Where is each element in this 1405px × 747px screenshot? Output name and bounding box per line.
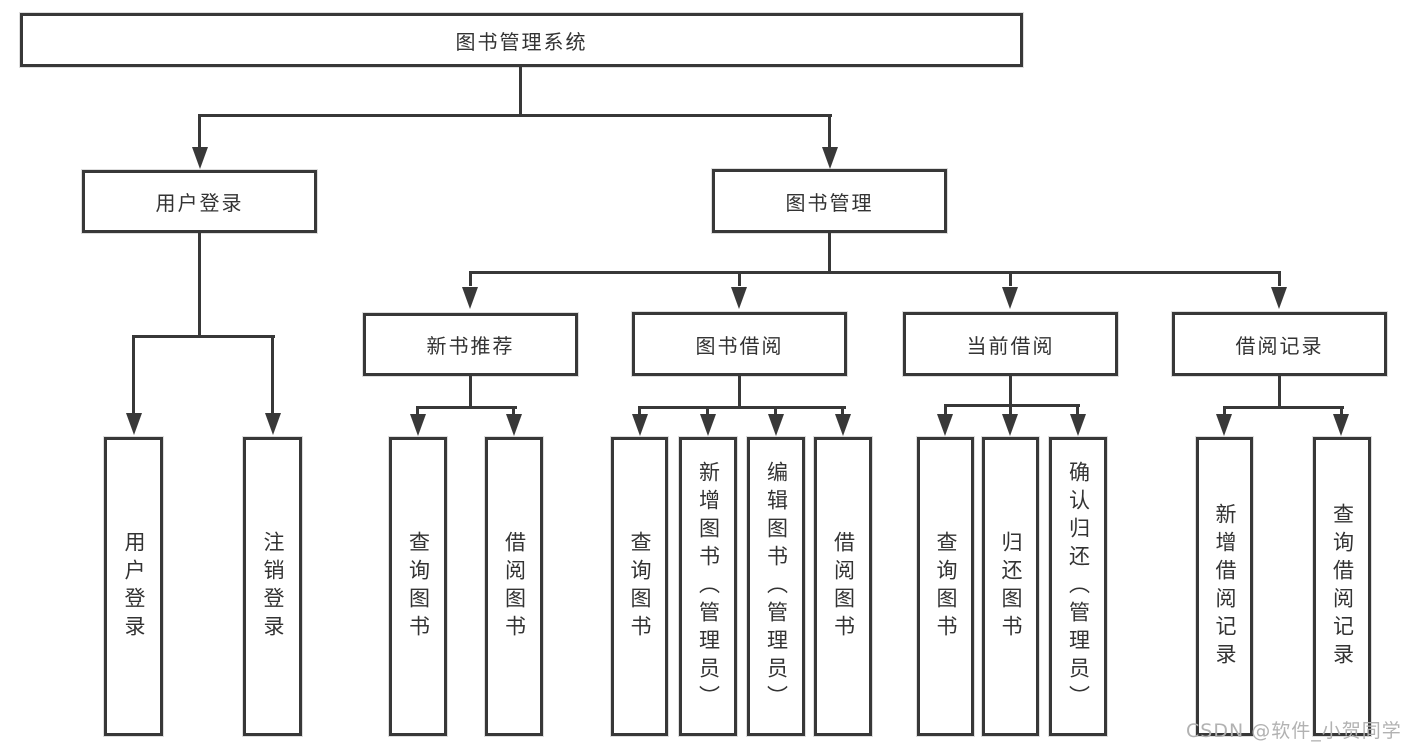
leaf-label: 用户登录	[122, 530, 146, 643]
leaf-label: 借阅图书	[502, 530, 527, 643]
connector-stem	[1278, 271, 1281, 286]
leaf-label: 确认归还（管理员）	[1066, 460, 1091, 713]
connector-stem	[774, 406, 777, 414]
arrowhead-icon	[632, 414, 648, 436]
arrowhead-icon	[1002, 414, 1018, 436]
connector-branch	[1223, 406, 1344, 409]
leaf-label: 借阅图书	[831, 530, 856, 643]
csdn-watermark: CSDN @软件_小贺同学	[1186, 720, 1402, 742]
connector-stem	[132, 335, 135, 414]
connector-stem	[706, 406, 709, 414]
leaf-user-login: 用户登录	[104, 437, 163, 736]
node-book-management: 图书管理	[712, 169, 947, 233]
connector-stem	[1009, 271, 1012, 286]
connector-stem	[841, 406, 844, 414]
connector-stem	[198, 114, 201, 147]
leaf-label: 新增图书（管理员）	[696, 460, 721, 713]
node-new-book-recommend: 新书推荐	[363, 313, 578, 376]
leaf-label: 新增借阅记录	[1213, 502, 1237, 671]
node-label: 新书推荐	[426, 334, 515, 358]
leaf-query-borrow-record: 查询借阅记录	[1313, 437, 1371, 736]
leaf-borrow-books-recommend: 借阅图书	[485, 437, 543, 736]
leaf-query-books-recommend: 查询图书	[389, 437, 447, 736]
connector-stem	[638, 406, 641, 414]
node-user-login: 用户登录	[82, 170, 317, 233]
node-label: 当前借阅	[966, 333, 1055, 358]
arrowhead-icon	[1002, 287, 1018, 309]
connector-stem	[469, 271, 472, 286]
leaf-return-books: 归还图书	[982, 437, 1039, 736]
arrowhead-icon	[462, 287, 478, 309]
connector-stem	[828, 233, 831, 274]
connector-stem	[198, 233, 201, 337]
leaf-query-books-borrow: 查询图书	[611, 437, 668, 736]
leaf-label: 查询图书	[934, 530, 958, 643]
node-label: 借阅记录	[1235, 333, 1324, 358]
connector-branch	[416, 406, 517, 409]
node-borrow-records: 借阅记录	[1172, 312, 1387, 376]
arrowhead-icon	[1333, 414, 1349, 436]
leaf-label: 注销登录	[261, 530, 285, 643]
arrowhead-icon	[506, 414, 522, 436]
root-node-label: 图书管理系统	[455, 29, 588, 54]
connector-stem	[416, 406, 419, 414]
leaf-edit-books-admin: 编辑图书（管理员）	[747, 437, 805, 736]
connector-stem	[1340, 406, 1343, 414]
leaf-add-borrow-record: 新增借阅记录	[1196, 437, 1253, 736]
arrowhead-icon	[1271, 287, 1287, 309]
leaf-label: 归还图书	[999, 530, 1023, 643]
leaf-borrow-books: 借阅图书	[814, 437, 872, 736]
connector-root-stem	[519, 66, 522, 116]
connector-stem	[738, 271, 741, 286]
node-label: 图书借阅	[695, 333, 784, 358]
connector-stem	[512, 406, 515, 414]
arrowhead-icon	[700, 414, 716, 436]
connector-stem	[738, 376, 741, 408]
node-current-borrow: 当前借阅	[903, 312, 1118, 376]
node-label: 用户登录	[155, 191, 244, 215]
leaf-label: 查询图书	[406, 530, 431, 643]
connector-root-branch	[198, 114, 832, 117]
node-label: 图书管理	[785, 190, 874, 215]
leaf-label: 查询图书	[628, 530, 652, 643]
leaf-logout: 注销登录	[243, 437, 302, 736]
connector-branch	[132, 335, 275, 338]
leaf-label: 编辑图书（管理员）	[764, 460, 789, 713]
arrowhead-icon	[126, 413, 142, 435]
arrowhead-icon	[1216, 414, 1232, 436]
arrowhead-icon	[822, 147, 838, 169]
connector-stem	[1009, 376, 1012, 406]
arrowhead-icon	[265, 413, 281, 435]
arrowhead-icon	[410, 414, 426, 436]
connector-branch	[638, 406, 846, 409]
arrowhead-icon	[192, 147, 208, 169]
leaf-query-books-current: 查询图书	[917, 437, 974, 736]
connector-branch	[469, 271, 1281, 274]
leaf-add-books-admin: 新增图书（管理员）	[679, 437, 737, 736]
root-node: 图书管理系统	[20, 13, 1023, 67]
connector-stem	[944, 404, 947, 414]
leaf-label: 查询借阅记录	[1330, 502, 1355, 671]
leaf-confirm-return-admin: 确认归还（管理员）	[1049, 437, 1107, 736]
connector-stem	[1223, 406, 1226, 414]
arrowhead-icon	[937, 414, 953, 436]
connector-stem	[1076, 404, 1079, 414]
connector-stem	[1009, 404, 1012, 414]
connector-branch	[944, 404, 1080, 407]
arrowhead-icon	[768, 414, 784, 436]
connector-stem	[469, 376, 472, 408]
connector-stem	[1278, 376, 1281, 408]
arrowhead-icon	[835, 414, 851, 436]
connector-stem	[271, 335, 274, 414]
arrowhead-icon	[1070, 414, 1086, 436]
arrowhead-icon	[731, 287, 747, 309]
node-book-borrow: 图书借阅	[632, 312, 847, 376]
connector-stem	[828, 114, 831, 147]
